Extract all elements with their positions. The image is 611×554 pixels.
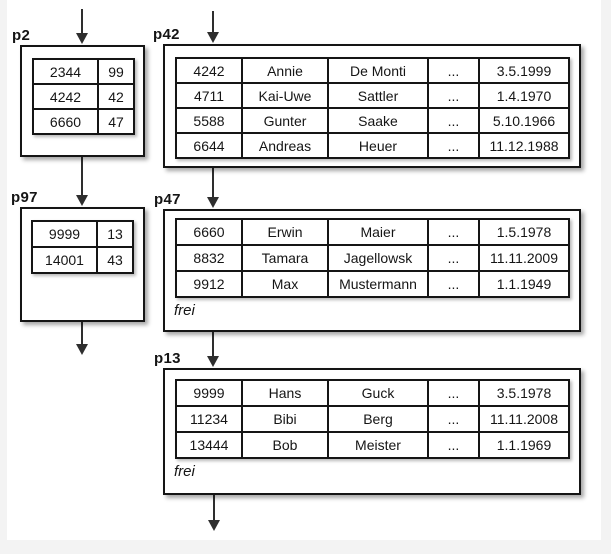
- table-row: 4242 42: [32, 83, 135, 110]
- cell-pageref: 47: [97, 108, 135, 135]
- cell-lastname: Meister: [327, 431, 429, 459]
- arrow-into-p42: [212, 11, 214, 32]
- page-box-p97: 9999 13 14001 43: [20, 207, 145, 322]
- index-table-p2: 2344 99 4242 42 6660 47: [32, 58, 135, 135]
- cell-id: 9999: [175, 379, 243, 407]
- cell-firstname: Bob: [241, 431, 329, 459]
- page-label-p13: p13: [154, 350, 181, 367]
- cell-ellipsis: ...: [427, 244, 480, 272]
- cell-date: 5.10.1966: [478, 107, 570, 134]
- cell-ellipsis: ...: [427, 270, 480, 298]
- cell-lastname: Jagellowsk: [327, 244, 429, 272]
- cell-lastname: De Monti: [327, 57, 429, 84]
- page-label-p42: p42: [153, 26, 180, 43]
- cell-lastname: Mustermann: [327, 270, 429, 298]
- table-row: 5588 Gunter Saake ... 5.10.1966: [175, 107, 570, 134]
- cell-pageref: 42: [97, 83, 135, 110]
- cell-key: 14001: [31, 246, 98, 274]
- cell-date: 3.5.1978: [478, 379, 570, 407]
- table-row: 6660 47: [32, 108, 135, 135]
- arrow-from-p13-down: [213, 495, 215, 520]
- cell-date: 11.11.2009: [478, 244, 570, 272]
- cell-ellipsis: ...: [427, 379, 480, 407]
- page-box-p13: 9999 Hans Guck ... 3.5.1978 11234 Bibi B…: [163, 368, 581, 495]
- cell-firstname: Kai-Uwe: [241, 82, 329, 109]
- table-row: 8832 Tamara Jagellowsk ... 11.11.2009: [175, 244, 570, 272]
- arrow-p47-to-p13: [212, 332, 214, 356]
- table-row: 13444 Bob Meister ... 1.1.1969: [175, 431, 570, 459]
- cell-id: 11234: [175, 405, 243, 433]
- cell-ellipsis: ...: [427, 431, 480, 459]
- page-box-p2: 2344 99 4242 42 6660 47: [20, 45, 145, 157]
- arrow-from-p97-down: [81, 322, 83, 344]
- table-row: 11234 Bibi Berg ... 11.11.2008: [175, 405, 570, 433]
- cell-date: 1.5.1978: [478, 218, 570, 246]
- record-table-p13: 9999 Hans Guck ... 3.5.1978 11234 Bibi B…: [175, 379, 570, 459]
- cell-id: 8832: [175, 244, 243, 272]
- cell-firstname: Erwin: [241, 218, 329, 246]
- cell-date: 1.1.1949: [478, 270, 570, 298]
- cell-date: 11.12.1988: [478, 132, 570, 159]
- cell-id: 6660: [175, 218, 243, 246]
- cell-ellipsis: ...: [427, 218, 480, 246]
- cell-key: 4242: [32, 83, 99, 110]
- cell-date: 3.5.1999: [478, 57, 570, 84]
- page-box-p47: 6660 Erwin Maier ... 1.5.1978 8832 Tamar…: [163, 209, 581, 332]
- cell-lastname: Sattler: [327, 82, 429, 109]
- cell-pageref: 43: [96, 246, 134, 274]
- cell-id: 4711: [175, 82, 243, 109]
- cell-pageref: 13: [96, 220, 134, 248]
- cell-firstname: Hans: [241, 379, 329, 407]
- table-row: 9999 Hans Guck ... 3.5.1978: [175, 379, 570, 407]
- table-row: 9912 Max Mustermann ... 1.1.1949: [175, 270, 570, 298]
- table-row: 9999 13: [31, 220, 134, 248]
- cell-key: 2344: [32, 58, 99, 85]
- table-row: 14001 43: [31, 246, 134, 274]
- cell-lastname: Heuer: [327, 132, 429, 159]
- cell-id: 13444: [175, 431, 243, 459]
- cell-id: 5588: [175, 107, 243, 134]
- arrow-into-p2: [81, 9, 83, 33]
- cell-ellipsis: ...: [427, 57, 480, 84]
- table-row: 6660 Erwin Maier ... 1.5.1978: [175, 218, 570, 246]
- cell-key: 9999: [31, 220, 98, 248]
- index-table-p97: 9999 13 14001 43: [31, 220, 134, 274]
- cell-id: 4242: [175, 57, 243, 84]
- page-box-p42: 4242 Annie De Monti ... 3.5.1999 4711 Ka…: [163, 44, 581, 168]
- cell-ellipsis: ...: [427, 405, 480, 433]
- cell-date: 1.1.1969: [478, 431, 570, 459]
- page-label-p97: p97: [11, 189, 38, 206]
- table-row: 2344 99: [32, 58, 135, 85]
- table-row: 4242 Annie De Monti ... 3.5.1999: [175, 57, 570, 84]
- cell-id: 9912: [175, 270, 243, 298]
- cell-lastname: Saake: [327, 107, 429, 134]
- cell-lastname: Guck: [327, 379, 429, 407]
- cell-firstname: Bibi: [241, 405, 329, 433]
- cell-firstname: Gunter: [241, 107, 329, 134]
- free-space-label: frei: [174, 463, 195, 480]
- cell-lastname: Berg: [327, 405, 429, 433]
- cell-ellipsis: ...: [427, 132, 480, 159]
- cell-firstname: Max: [241, 270, 329, 298]
- page-label-p47: p47: [154, 191, 181, 208]
- table-row: 6644 Andreas Heuer ... 11.12.1988: [175, 132, 570, 159]
- page-label-p2: p2: [12, 27, 31, 44]
- cell-firstname: Andreas: [241, 132, 329, 159]
- cell-ellipsis: ...: [427, 82, 480, 109]
- cell-id: 6644: [175, 132, 243, 159]
- cell-ellipsis: ...: [427, 107, 480, 134]
- cell-date: 1.4.1970: [478, 82, 570, 109]
- cell-lastname: Maier: [327, 218, 429, 246]
- cell-pageref: 99: [97, 58, 135, 85]
- cell-key: 6660: [32, 108, 99, 135]
- record-table-p47: 6660 Erwin Maier ... 1.5.1978 8832 Tamar…: [175, 218, 570, 298]
- cell-date: 11.11.2008: [478, 405, 570, 433]
- free-space-label: frei: [174, 302, 195, 319]
- arrow-p42-to-p47: [212, 168, 214, 197]
- record-table-p42: 4242 Annie De Monti ... 3.5.1999 4711 Ka…: [175, 57, 570, 159]
- arrow-p2-to-p97: [81, 157, 83, 195]
- cell-firstname: Annie: [241, 57, 329, 84]
- table-row: 4711 Kai-Uwe Sattler ... 1.4.1970: [175, 82, 570, 109]
- cell-firstname: Tamara: [241, 244, 329, 272]
